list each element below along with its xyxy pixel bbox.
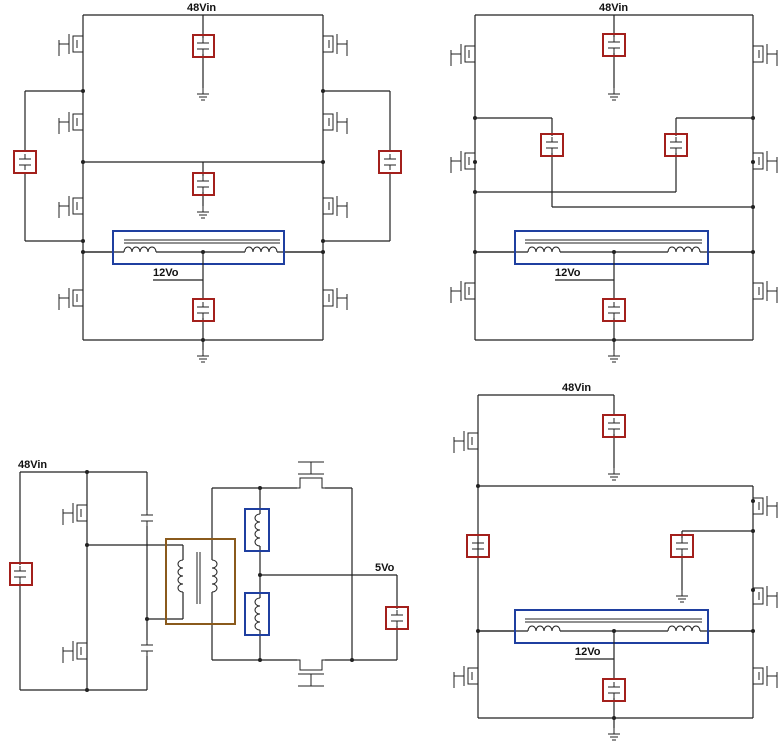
d3-input-label: 48Vin (18, 459, 47, 471)
d4-cap-top-box (602, 414, 626, 438)
d4-output-label: 12Vo (575, 646, 601, 658)
d1-inductor-box (112, 230, 285, 265)
d2-output-label: 12Vo (555, 267, 581, 279)
d1-cap-right-box (378, 150, 402, 174)
d3-inductor-top-box (244, 508, 270, 552)
d2-cap-right-box (664, 133, 688, 157)
d2-cap-left-box (540, 133, 564, 157)
d1-input-label: 48Vin (187, 2, 216, 14)
d2-input-label: 48Vin (599, 2, 628, 14)
diagram-2: 48Vin (450, 2, 778, 363)
d2-cap-out-box (602, 298, 626, 322)
d4-inductor-box (514, 609, 709, 644)
d4-cap-out-box (602, 678, 626, 702)
d1-cap-out-box (192, 298, 215, 322)
d4-input-label: 48Vin (562, 382, 591, 394)
d3-transformer-box (165, 538, 236, 625)
d1-output-label: 12Vo (153, 267, 179, 279)
d3-inductor-bottom-box (244, 592, 270, 636)
d2-cap-top-box (602, 33, 626, 57)
d3-cap-out-box (385, 606, 409, 630)
d3-cap-in-box (9, 562, 33, 586)
d1-cap-left-box (13, 150, 37, 174)
d4-cap-left-box (466, 534, 490, 558)
diagram-4: 48Vin (453, 382, 778, 741)
d1-cap-mid-box (192, 172, 215, 196)
d3-output-label: 5Vo (375, 562, 395, 574)
diagram-1: 48Vin (13, 2, 402, 363)
d1-cap-top-box (192, 34, 215, 58)
diagram-3: 48Vin (9, 459, 409, 692)
d4-cap-right-box (670, 534, 694, 558)
d2-inductor-box (514, 230, 709, 265)
